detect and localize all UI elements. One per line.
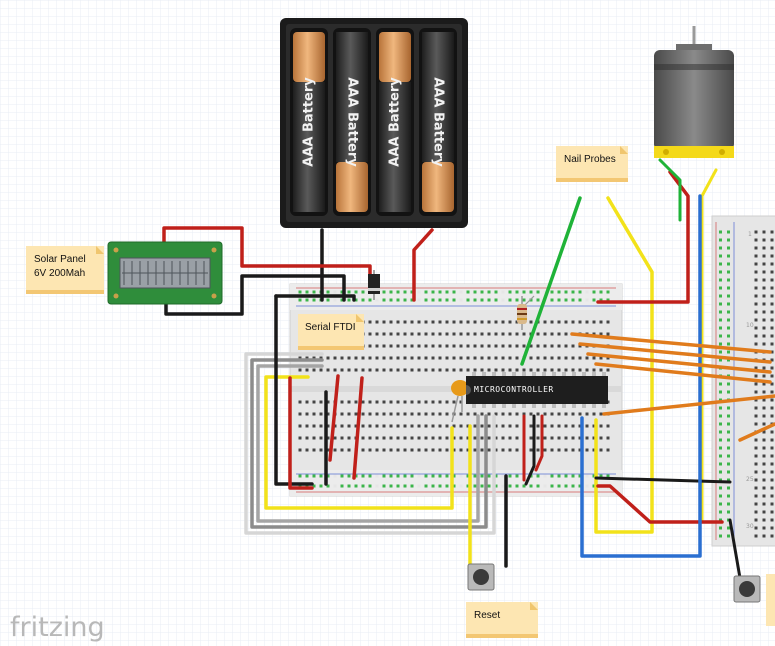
- battery-cell-label: AAA Battery: [388, 77, 403, 167]
- wire-black[interactable]: [594, 476, 732, 484]
- wire-orange[interactable]: [594, 362, 772, 384]
- wire-yellow[interactable]: [594, 196, 654, 534]
- resistor[interactable]: [517, 295, 535, 330]
- wire-black[interactable]: [728, 518, 742, 580]
- push-button-right[interactable]: [733, 575, 761, 603]
- wire-red[interactable]: [534, 414, 544, 472]
- battery-cell-label: AAA Battery: [302, 77, 317, 167]
- chip-label: MICROCONTROLLER: [474, 385, 554, 394]
- wire-red[interactable]: [328, 374, 340, 462]
- wire-black[interactable]: [274, 294, 356, 302]
- note-serial-ftdi: Serial FTDI: [298, 314, 364, 350]
- svg-text:25: 25: [746, 476, 754, 483]
- wire-red[interactable]: [162, 226, 372, 286]
- svg-text:10: 10: [746, 322, 754, 329]
- wire-orange[interactable]: [738, 422, 775, 442]
- wire-red[interactable]: [412, 228, 434, 302]
- battery-pack[interactable]: AAA Battery AAA Battery AAA Battery AAA Bat…: [280, 18, 468, 228]
- wire-gray[interactable]: [256, 364, 480, 523]
- fritzing-logo: fritzing: [10, 612, 105, 643]
- note-partial-right: [766, 574, 775, 626]
- reset-label: Reset: [474, 610, 500, 621]
- wire-black[interactable]: [164, 274, 346, 316]
- wire-gray[interactable]: [244, 352, 496, 535]
- wire-orange[interactable]: [586, 352, 772, 374]
- serial-ftdi-label: Serial FTDI: [305, 322, 356, 333]
- battery-cell: AAA Battery: [376, 28, 414, 216]
- note-nail-probes: Nail Probes: [556, 146, 628, 182]
- microcontroller-chip[interactable]: MICROCONTROLLER: [466, 372, 608, 408]
- wire-black[interactable]: [524, 414, 536, 486]
- battery-cell-label: AAA Battery: [431, 77, 446, 167]
- battery-cell-label: AAA Battery: [345, 77, 360, 167]
- capacitor[interactable]: [451, 380, 469, 423]
- note-reset: Reset: [466, 602, 538, 638]
- note-solar-panel: Solar Panel 6V 200Mah: [26, 246, 104, 294]
- wire-green[interactable]: [520, 196, 582, 366]
- svg-text:1: 1: [748, 231, 752, 238]
- wire-yellow[interactable]: [700, 168, 718, 522]
- breadboard-right-holes: [719, 230, 774, 538]
- wire-orange[interactable]: [602, 394, 775, 416]
- battery-cell: AAA Battery: [290, 28, 328, 216]
- battery-cell: AAA Battery: [419, 28, 457, 216]
- wire-black[interactable]: [274, 294, 314, 486]
- battery-cell: AAA Battery: [333, 28, 371, 216]
- breadboard-holes: [298, 290, 610, 488]
- solar-panel[interactable]: [107, 241, 223, 305]
- dc-motor[interactable]: [654, 26, 734, 158]
- wire-red[interactable]: [288, 376, 314, 490]
- reset-button[interactable]: [467, 563, 495, 591]
- diode[interactable]: [368, 270, 380, 300]
- wire-red[interactable]: [596, 484, 724, 524]
- svg-text:30: 30: [746, 523, 754, 530]
- solar-panel-label-line-1: Solar Panel: [34, 254, 86, 265]
- wire-green[interactable]: [658, 158, 682, 222]
- wires: [162, 158, 775, 580]
- wire-yellow[interactable]: [264, 375, 454, 510]
- wire-orange[interactable]: [578, 342, 772, 364]
- solar-panel-label-line-2: 6V 200Mah: [34, 268, 85, 279]
- wire-orange[interactable]: [570, 332, 772, 354]
- wire-red[interactable]: [352, 376, 364, 480]
- nail-probes-label: Nail Probes: [564, 154, 616, 165]
